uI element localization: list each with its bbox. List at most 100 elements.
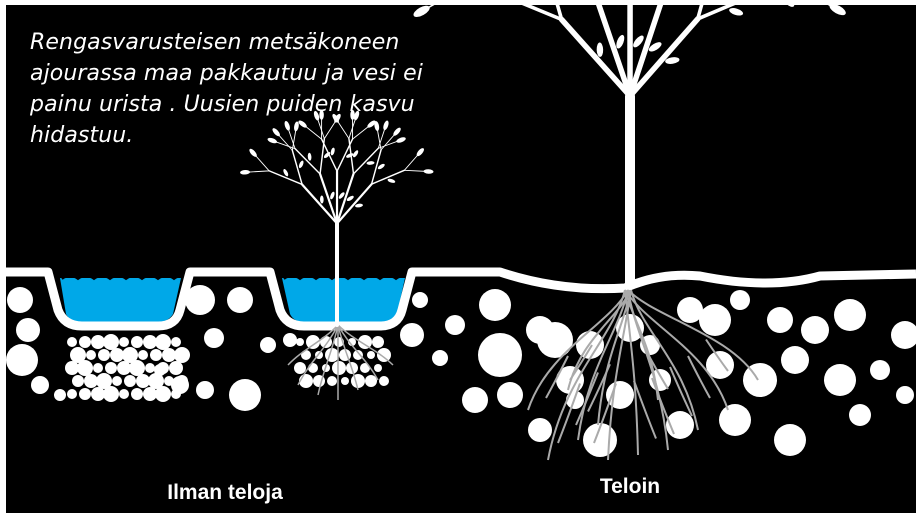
leaf xyxy=(352,150,359,158)
root xyxy=(317,324,339,396)
leaf xyxy=(346,153,354,158)
root xyxy=(337,324,394,366)
soil-stone xyxy=(31,376,49,394)
soil-stone xyxy=(204,328,224,348)
branch xyxy=(627,16,701,99)
soil-stone xyxy=(86,350,96,360)
soil-stone xyxy=(358,335,372,349)
soil-stone xyxy=(91,387,105,401)
leaf xyxy=(350,109,355,120)
leaf xyxy=(366,161,375,165)
leaf xyxy=(374,121,380,131)
soil-stone xyxy=(699,304,731,336)
soil-stone xyxy=(91,335,105,349)
water-waves-left xyxy=(61,275,191,281)
soil-stone xyxy=(110,348,124,362)
root xyxy=(569,344,593,381)
leaf xyxy=(330,147,335,156)
soil-stone xyxy=(131,336,143,348)
leaf xyxy=(272,128,280,137)
soil-stone xyxy=(84,374,98,388)
soil-stone xyxy=(143,387,157,401)
soil-stone xyxy=(834,299,866,331)
soil-stone xyxy=(65,361,79,375)
black-panel xyxy=(6,5,916,513)
soil-stone xyxy=(122,347,138,363)
root xyxy=(627,289,759,381)
soil-stones-loose xyxy=(445,289,919,457)
root xyxy=(597,289,632,426)
soil-stone xyxy=(896,386,914,404)
soil-stone xyxy=(143,335,157,349)
soil-stone xyxy=(870,360,890,380)
soil-stone xyxy=(379,376,389,386)
root xyxy=(645,350,669,390)
soil-stone xyxy=(348,338,356,346)
water-waves-right xyxy=(283,275,413,281)
root xyxy=(337,324,379,381)
leaf xyxy=(313,110,320,121)
leaf xyxy=(319,109,324,120)
soil-stone xyxy=(325,348,339,362)
soil-stone xyxy=(353,350,363,360)
leaf xyxy=(729,8,744,16)
branch xyxy=(320,138,338,172)
branch xyxy=(558,16,633,99)
soil-stone xyxy=(129,360,145,376)
root xyxy=(527,289,629,411)
leaf xyxy=(393,127,401,136)
branch xyxy=(301,183,339,225)
soil-stone xyxy=(351,374,365,388)
leaf xyxy=(338,192,345,199)
leaf xyxy=(525,0,534,4)
soil-stone xyxy=(479,289,511,321)
soil-stone xyxy=(131,388,143,400)
leaf xyxy=(633,35,644,48)
water-rut-right xyxy=(282,278,405,322)
soil-stone xyxy=(93,363,103,373)
label-with-tracks: Teloin xyxy=(599,475,661,498)
branch xyxy=(294,147,321,175)
root xyxy=(669,366,693,417)
sapling-tree xyxy=(240,109,434,327)
leaf xyxy=(240,170,251,175)
root xyxy=(633,380,657,439)
soil-stone xyxy=(155,334,171,350)
soil-stone xyxy=(67,337,77,347)
soil-stone xyxy=(824,364,856,396)
water-rut-left xyxy=(60,278,181,322)
branch xyxy=(352,147,380,175)
leaf xyxy=(332,113,339,123)
leaf xyxy=(353,110,360,121)
soil-stone xyxy=(185,285,215,315)
root xyxy=(607,289,632,461)
soil-stone xyxy=(7,287,33,313)
soil-stone xyxy=(171,376,189,394)
soil-stone xyxy=(119,389,129,399)
branch xyxy=(509,0,564,22)
soil-stone xyxy=(537,322,573,358)
leaf xyxy=(346,195,354,202)
soil-stone xyxy=(801,316,829,344)
soil-stone xyxy=(374,364,382,372)
leaf xyxy=(665,57,680,64)
soil-stone xyxy=(299,374,313,388)
root xyxy=(557,383,581,444)
root xyxy=(687,355,711,399)
soil-stone xyxy=(478,333,522,377)
leaf xyxy=(377,163,385,170)
soil-stone xyxy=(79,388,91,400)
soil-stone xyxy=(103,386,119,402)
soil-stone xyxy=(171,337,181,347)
soil-stone xyxy=(148,373,164,389)
leaf xyxy=(387,178,396,183)
soil-stone xyxy=(606,381,634,409)
soil-stone xyxy=(138,350,148,360)
soil-stone xyxy=(327,376,337,386)
soil-stone xyxy=(16,318,40,342)
branch xyxy=(268,170,303,186)
soil-stone xyxy=(677,297,703,323)
caption-text: Rengasvarusteisen metsäkoneen ajourassa … xyxy=(30,30,423,148)
